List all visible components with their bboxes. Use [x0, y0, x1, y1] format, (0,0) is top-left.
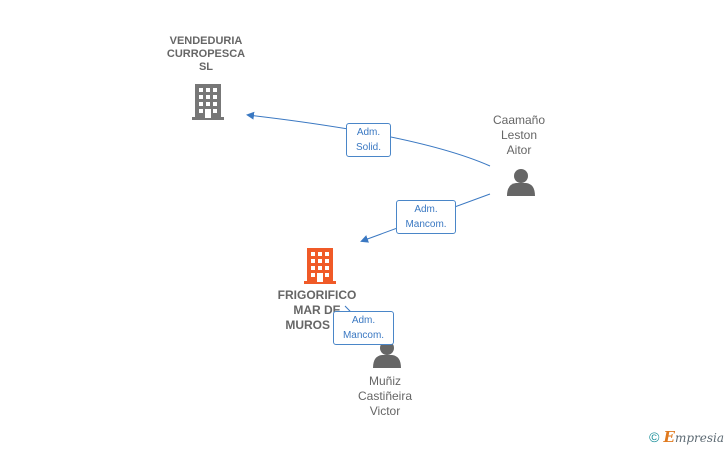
brand-initial: E	[663, 428, 675, 446]
relation-line2: Mancom.	[342, 330, 385, 341]
relation-line1: Adm.	[351, 315, 376, 326]
copyright-icon: ©	[649, 429, 660, 445]
building-icon[interactable]	[192, 84, 224, 120]
brand-rest: mpresia	[674, 431, 724, 445]
relation-line2: Mancom.	[405, 219, 447, 230]
relation-label-adm-mancom[interactable]: Adm. Mancom.	[333, 311, 394, 345]
person-icon[interactable]	[506, 168, 536, 196]
person-caamano-label[interactable]: Caamaño Leston Aitor	[492, 113, 546, 157]
person-muniz-label[interactable]: Muñiz Castiñeira Victor	[357, 374, 413, 418]
building-icon[interactable]	[304, 248, 336, 284]
link-caamano-to-vendeduria	[246, 111, 491, 167]
brand-logo[interactable]: Empresia	[664, 428, 725, 446]
relation-line2: Solid.	[355, 142, 381, 153]
brand-footer: © Empresia	[649, 428, 724, 446]
relation-label-adm-solid[interactable]: Adm. Solid.	[346, 123, 391, 157]
relation-label-adm-mancom[interactable]: Adm. Mancom.	[396, 200, 456, 234]
relation-line1: Adm.	[356, 127, 381, 138]
company-vendeduria-label[interactable]: VENDEDURIA CURROPESCA SL	[166, 35, 246, 73]
relation-line1: Adm.	[414, 204, 438, 215]
